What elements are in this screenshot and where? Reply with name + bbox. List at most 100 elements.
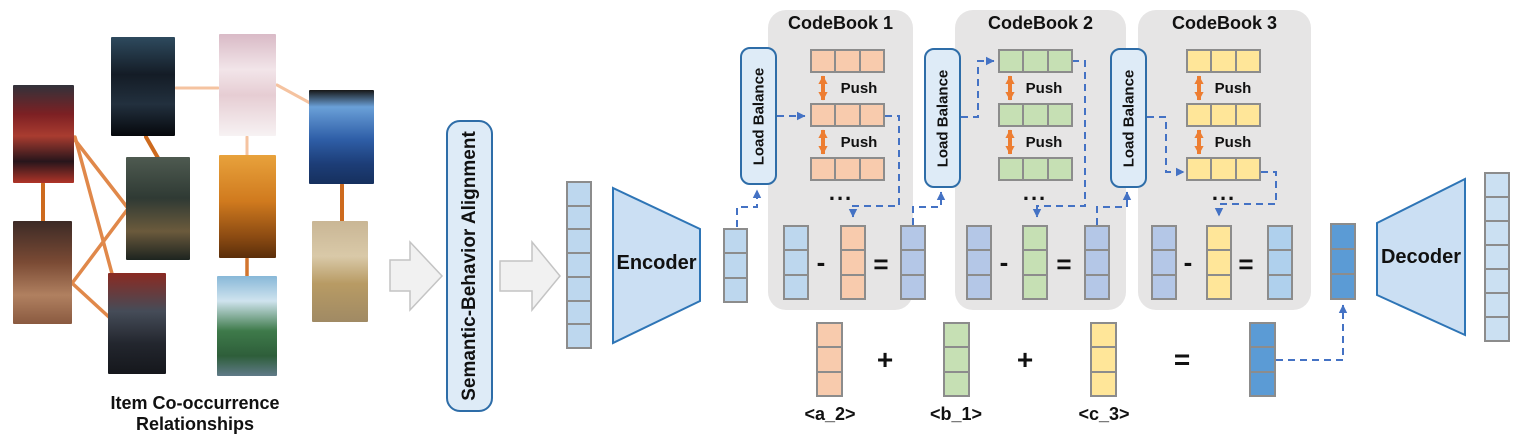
decoder-label: Decoder	[1380, 246, 1462, 268]
vector-cell	[566, 323, 592, 350]
codebook1-residual-output-vector	[900, 225, 926, 300]
route-sum-to-decoder	[1276, 304, 1348, 361]
vector-cell	[834, 103, 861, 127]
vector-cell	[783, 273, 809, 300]
item-thumbnail-pink-phone	[219, 34, 276, 136]
vector-cell	[810, 103, 837, 127]
vector-cell	[566, 204, 592, 231]
codebook2-residual-output-vector	[1084, 225, 1110, 300]
vector-cell	[1484, 244, 1510, 270]
vector-cell	[900, 225, 926, 252]
item-thumbnail-news-anchor	[309, 90, 374, 184]
codebook1-minus: -	[816, 247, 826, 277]
co-occurrence-edge	[144, 135, 160, 160]
vector-cell	[1084, 225, 1110, 252]
code-label-b1: <b_1>	[929, 404, 983, 424]
vector-cell	[1022, 225, 1048, 252]
vector-cell	[1090, 322, 1117, 349]
vector-cell	[1151, 273, 1177, 300]
codebook1-row-3	[810, 157, 885, 181]
vector-cell	[783, 225, 809, 252]
decoder-shape	[1376, 177, 1466, 337]
codebook1-row-1	[810, 49, 885, 73]
vector-cell	[566, 275, 592, 302]
vector-cell	[1022, 103, 1049, 127]
vector-cell	[566, 228, 592, 255]
encoder-shape	[612, 186, 701, 345]
encoder-label: Encoder	[616, 252, 697, 274]
codebook1-residual-input-vector	[783, 225, 809, 300]
vector-cell	[900, 249, 926, 276]
vector-cell	[723, 276, 748, 303]
vector-cell	[1151, 249, 1177, 276]
vector-cell	[783, 249, 809, 276]
vector-cell	[1330, 248, 1356, 275]
co-occurrence-edge	[71, 208, 129, 284]
vector-cell	[834, 49, 861, 73]
vector-cell	[1206, 225, 1232, 252]
codebook2-push-bottom: Push	[1025, 134, 1063, 151]
vector-cell	[1234, 103, 1261, 127]
vector-cell	[1084, 249, 1110, 276]
codebook3-residual-input-vector	[1151, 225, 1177, 300]
codebook3-equals: =	[1238, 249, 1254, 279]
vector-cell	[858, 157, 885, 181]
codebook1-push-bottom: Push	[840, 134, 878, 151]
code-label-c3: <c_3>	[1078, 404, 1130, 424]
codebook1-equals: =	[873, 249, 889, 279]
vector-cell	[1084, 273, 1110, 300]
vector-cell	[966, 249, 992, 276]
vector-cell	[1022, 249, 1048, 276]
vector-cell	[1330, 223, 1356, 250]
codebook3-row-2	[1186, 103, 1261, 127]
vector-cell	[1206, 273, 1232, 300]
semantic-behavior-alignment-label: Semantic-Behavior Alignment	[458, 131, 480, 401]
vector-cell	[966, 225, 992, 252]
item-thumbnail-gold-bracelet	[312, 221, 368, 322]
item-thumbnail-basketball-game	[13, 85, 74, 183]
codebook2-selected-code-vector	[1022, 225, 1048, 300]
vector-cell	[1267, 225, 1293, 252]
codebook3-title: CodeBook 3	[1171, 13, 1277, 33]
vector-cell	[816, 322, 843, 349]
co-occurrence-edge	[73, 138, 129, 209]
vector-cell	[1210, 103, 1237, 127]
vector-cell	[1090, 370, 1117, 397]
vector-cell	[566, 252, 592, 278]
vector-cell	[998, 157, 1025, 181]
vector-cell	[840, 225, 866, 252]
encoder-output-vector	[723, 228, 748, 303]
sum-result-vector	[1249, 322, 1276, 397]
vector-cell	[566, 181, 592, 207]
vector-cell	[966, 273, 992, 300]
codebook3-selected-code-vector	[1206, 225, 1232, 300]
vector-cell	[858, 49, 885, 73]
vector-cell	[1206, 249, 1232, 276]
vector-cell	[998, 49, 1025, 73]
codebook3-minus: -	[1183, 247, 1193, 277]
vector-cell	[723, 228, 748, 255]
vector-cell	[1267, 273, 1293, 300]
left-panel-caption: Item Co-occurrence Relationships	[110, 393, 280, 434]
vector-cell	[858, 103, 885, 127]
vector-cell	[1046, 49, 1073, 73]
vector-cell	[1022, 49, 1049, 73]
codebook3-residual-output-vector	[1267, 225, 1293, 300]
codebook3-push-bottom: Push	[1214, 134, 1252, 151]
push-arrows	[818, 75, 1204, 155]
vector-cell	[1186, 157, 1213, 181]
codebook1-selected-code-vector	[840, 225, 866, 300]
load-balance-label-1: Load Balance	[750, 67, 767, 165]
vector-cell	[1484, 268, 1510, 294]
vector-cell	[723, 252, 748, 279]
route-residual1-to-loadbalance2	[912, 191, 946, 225]
flow-arrow-to-embedding	[499, 239, 561, 313]
co-occurrence-edges	[41, 83, 344, 320]
codebook2-row-2	[998, 103, 1073, 127]
item-thumbnail-mountain-road	[217, 276, 277, 376]
codebook3-push-top: Push	[1214, 80, 1252, 97]
vector-cell	[840, 273, 866, 300]
item-thumbnail-pc-build	[111, 37, 175, 136]
vector-cell	[943, 322, 970, 349]
vector-cell	[1046, 157, 1073, 181]
